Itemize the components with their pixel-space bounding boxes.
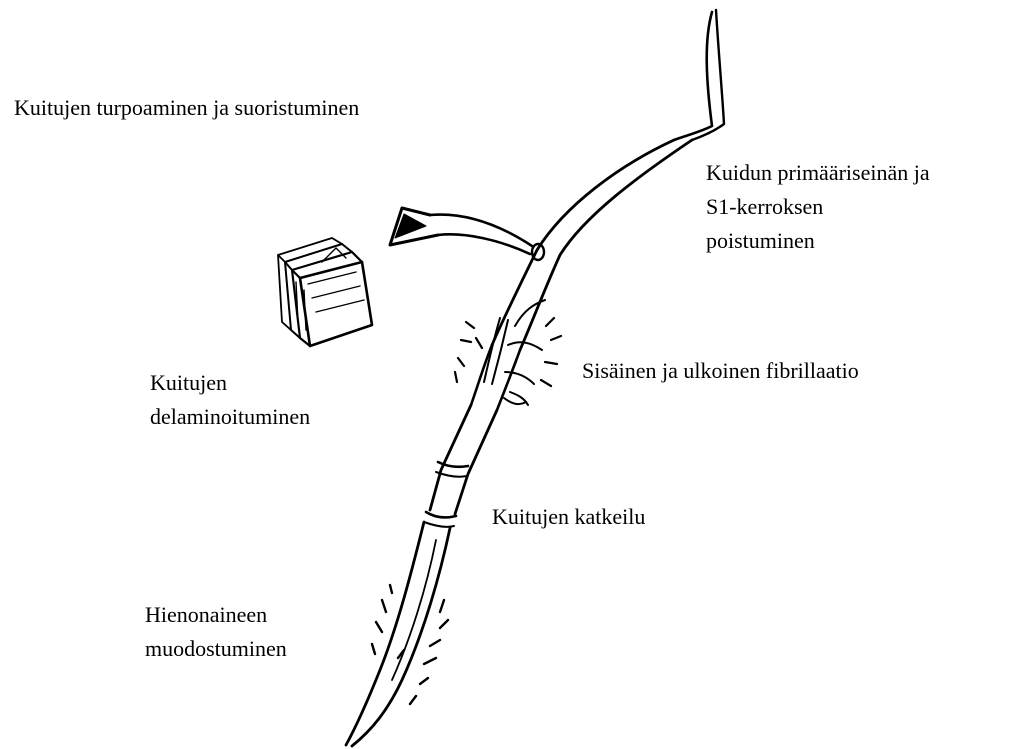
fiber-right-edge-upper bbox=[520, 140, 692, 350]
label-fiber-cutting: Kuitujen katkeilu bbox=[492, 500, 645, 534]
cut-mark-lower bbox=[426, 512, 456, 517]
fiber-left-edge-mid bbox=[430, 405, 471, 510]
fibril-ticks bbox=[455, 318, 561, 386]
fiber-right-edge-lower bbox=[352, 528, 450, 746]
fiber-tip bbox=[674, 12, 712, 140]
label-fines-formation: Hienonaineen muodostuminen bbox=[145, 598, 287, 666]
sheet-front bbox=[300, 262, 372, 346]
label-delamination: Kuitujen delaminoituminen bbox=[150, 366, 310, 434]
fibril-lines bbox=[484, 300, 545, 405]
fiber-left-edge-fibrillated bbox=[471, 345, 492, 405]
label-swelling: Kuitujen turpoaminen ja suoristuminen bbox=[14, 91, 359, 125]
label-fibrillation: Sisäinen ja ulkoinen fibrillaatio bbox=[582, 354, 859, 388]
cut-mark-lower-2 bbox=[424, 522, 454, 527]
arrow-shaft-upper bbox=[430, 215, 532, 246]
label-primary-wall-removal: Kuidun primääriseinän ja S1-kerroksen po… bbox=[706, 156, 930, 258]
fines-fragments bbox=[372, 585, 448, 704]
